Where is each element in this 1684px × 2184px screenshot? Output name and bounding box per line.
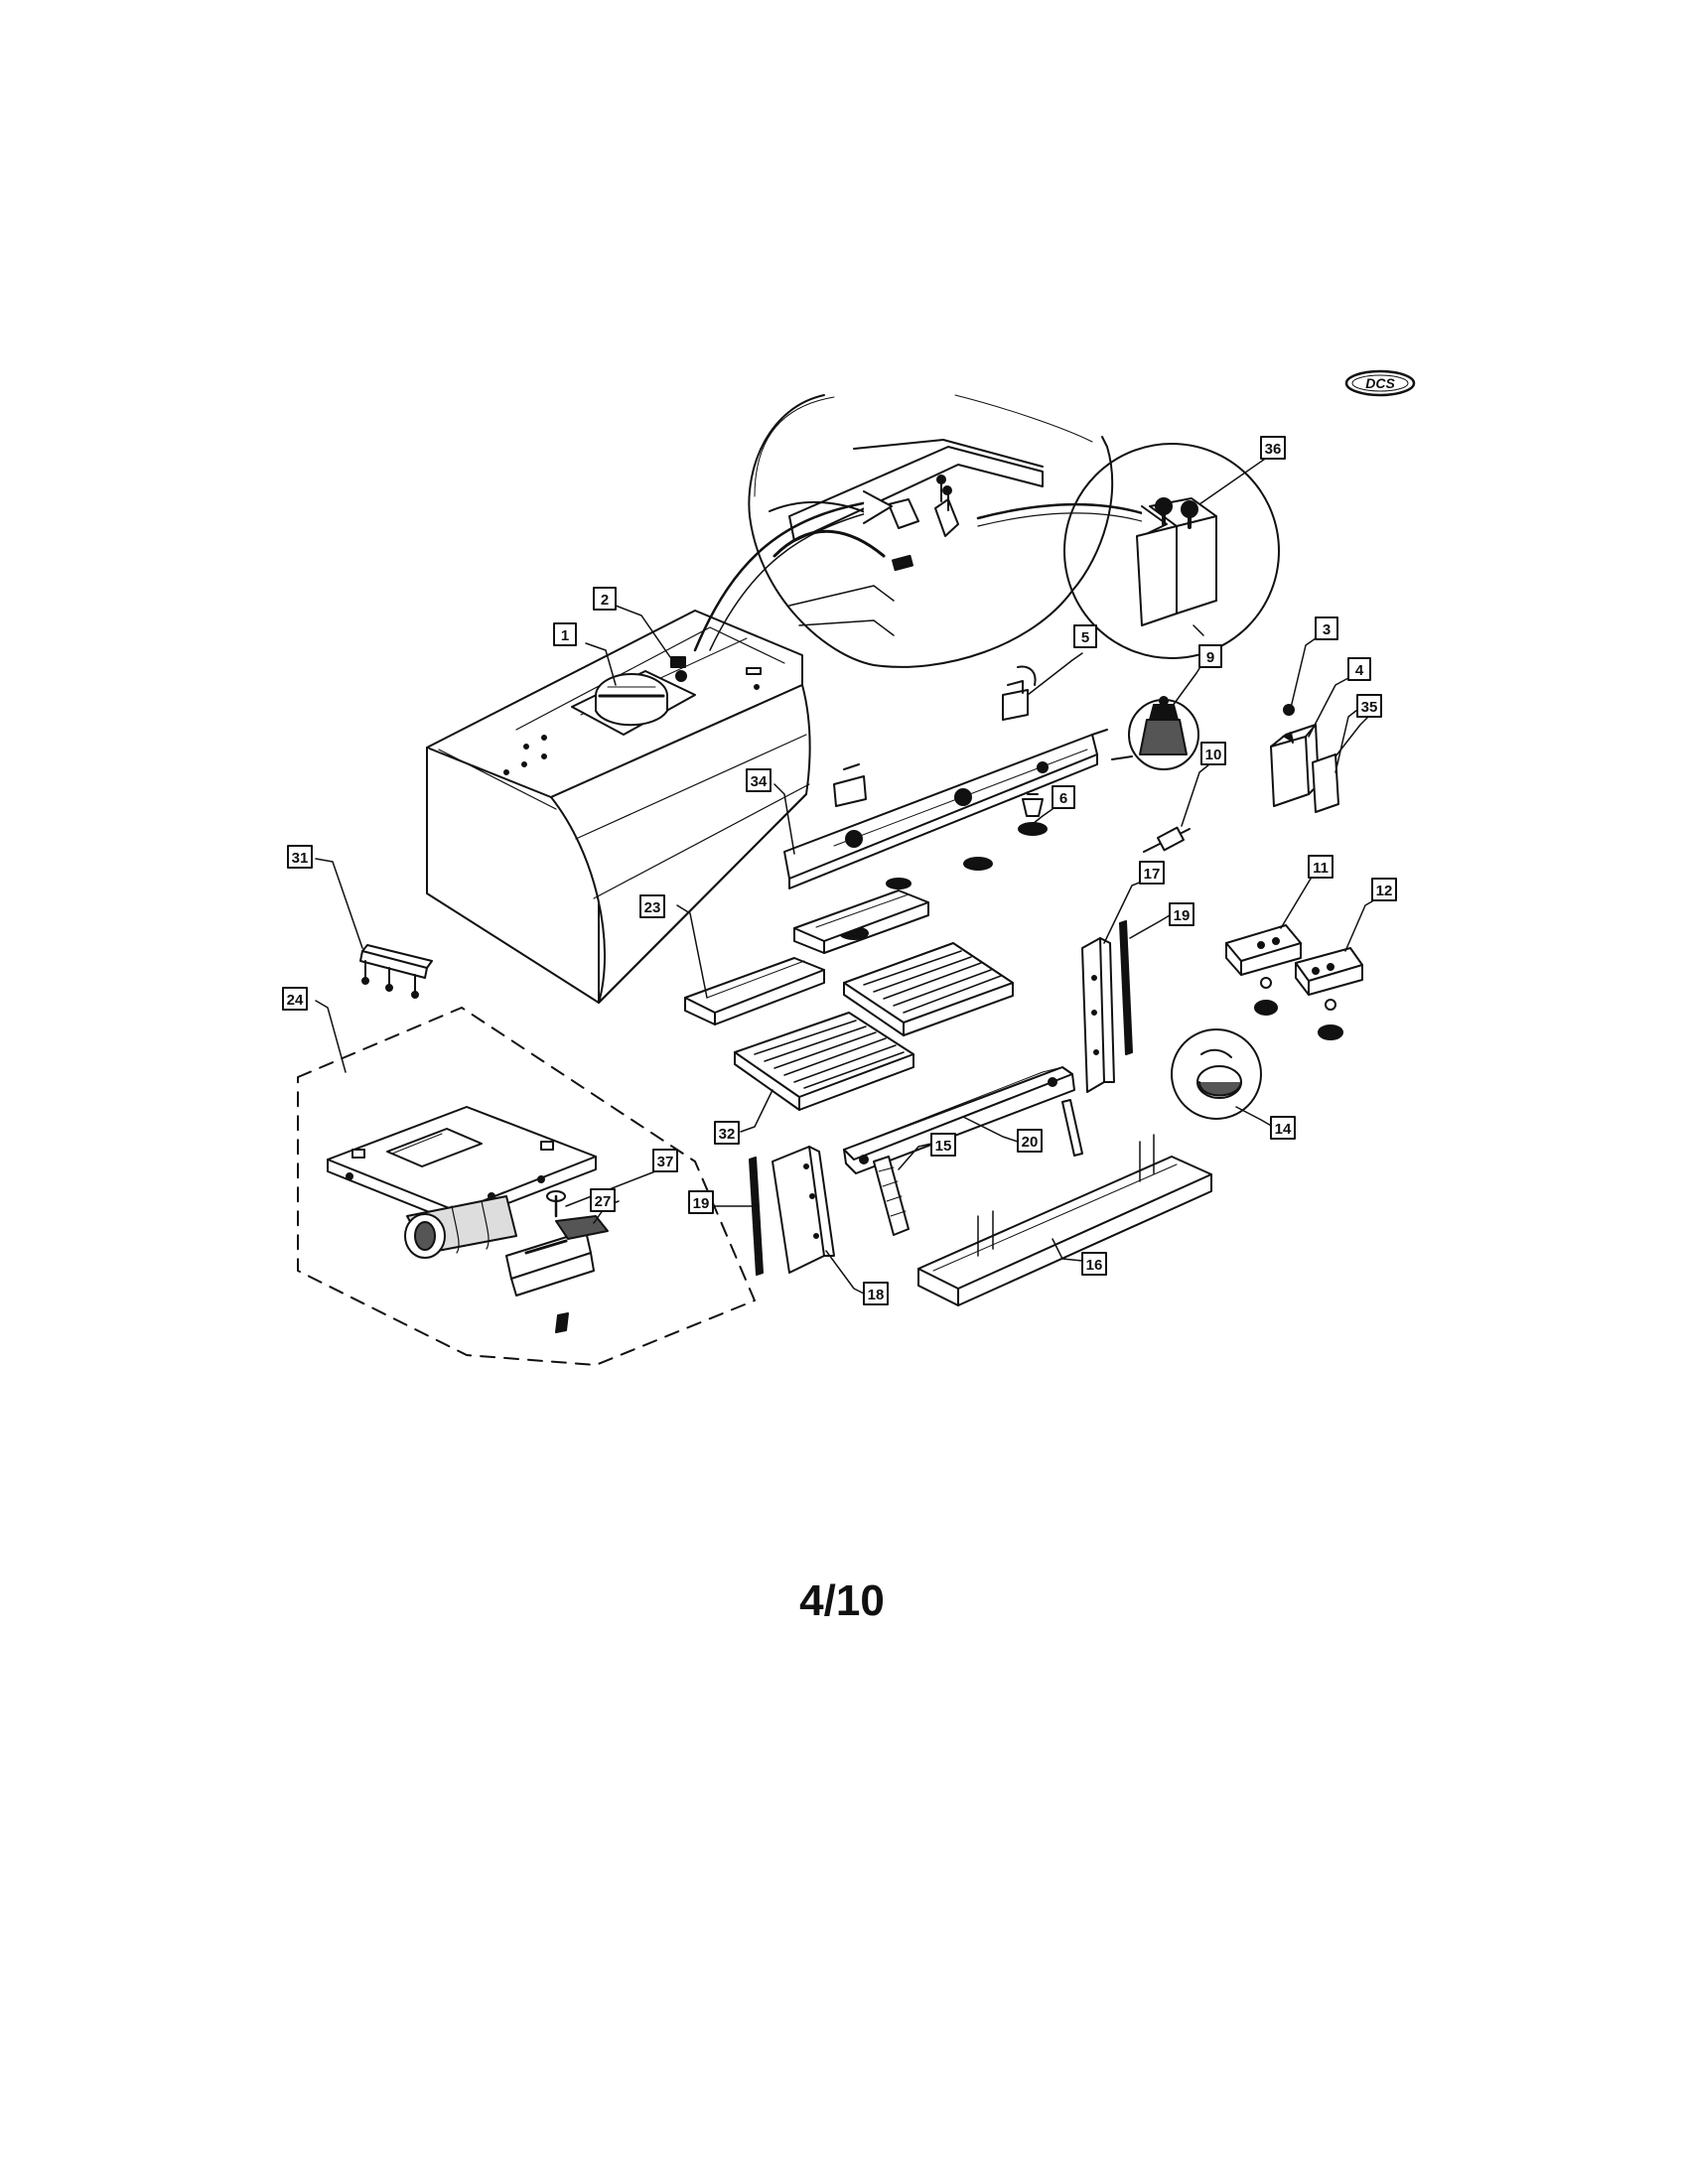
- svg-text:12: 12: [1376, 883, 1393, 899]
- callout-9: 9: [1198, 644, 1222, 668]
- part-19-right-strip: [1119, 920, 1133, 1055]
- svg-text:5: 5: [1081, 629, 1089, 646]
- svg-text:23: 23: [644, 899, 661, 916]
- callout-5: 5: [1073, 624, 1097, 648]
- callout-1: 1: [553, 622, 577, 646]
- callout-20: 20: [1017, 1129, 1043, 1153]
- detail-magnifier-circle: [748, 394, 1114, 668]
- part-20-front-rail: [843, 1066, 1075, 1174]
- part-19-left-strip: [749, 1157, 764, 1276]
- svg-text:24: 24: [287, 992, 304, 1009]
- callout-11: 11: [1308, 855, 1333, 879]
- svg-text:35: 35: [1361, 699, 1378, 716]
- part-9-lamp-bulb: [1111, 696, 1199, 770]
- svg-text:15: 15: [935, 1138, 952, 1155]
- svg-text:10: 10: [1205, 747, 1222, 763]
- part-17-side-bracket: [1081, 937, 1115, 1093]
- callout-10: 10: [1200, 742, 1226, 765]
- bracket-detail-circle: [1063, 443, 1280, 659]
- callout-3: 3: [1315, 616, 1338, 640]
- callout-23: 23: [639, 894, 665, 918]
- callout-2: 2: [593, 587, 617, 611]
- svg-text:11: 11: [1313, 860, 1329, 877]
- callout-24: 24: [282, 987, 308, 1011]
- svg-text:36: 36: [1265, 441, 1282, 458]
- svg-text:17: 17: [1144, 866, 1161, 883]
- detail-arrow-left: [693, 490, 893, 652]
- svg-text:34: 34: [751, 773, 768, 790]
- callout-6: 6: [1052, 785, 1075, 809]
- part-15-small-rail: [873, 1099, 1083, 1236]
- part-14-knob: [1171, 1028, 1262, 1120]
- callout-17: 17: [1139, 861, 1165, 885]
- svg-text:31: 31: [292, 850, 309, 867]
- callout-35: 35: [1356, 694, 1382, 718]
- svg-text:19: 19: [693, 1195, 710, 1212]
- part-24-blower-assembly: [297, 1007, 756, 1366]
- part-4-junction-box: [1270, 704, 1320, 807]
- callout-12: 12: [1371, 878, 1397, 901]
- hood-body: [426, 610, 811, 1004]
- part-12-switch: [1295, 947, 1363, 1040]
- part-32-filter: [734, 942, 1014, 1111]
- part-16-bottom-tray: [917, 1134, 1212, 1306]
- callout-18: 18: [863, 1282, 889, 1305]
- part-2-top-switch: [670, 656, 687, 682]
- part-11-switch: [1225, 924, 1302, 1016]
- svg-text:2: 2: [601, 592, 609, 609]
- svg-text:32: 32: [719, 1126, 736, 1143]
- part-35-junction-cover: [1312, 753, 1339, 813]
- dcs-logo: DCS: [1344, 369, 1416, 397]
- svg-text:4: 4: [1355, 662, 1364, 679]
- callout-labels: 1 2 3 4 5 6 9 10 11 12 14 15 16 17 18 19…: [282, 436, 1397, 1305]
- svg-text:37: 37: [657, 1154, 674, 1170]
- svg-text:6: 6: [1059, 790, 1067, 807]
- callout-14: 14: [1270, 1116, 1296, 1140]
- svg-text:DCS: DCS: [1365, 375, 1395, 391]
- callout-19-right: 19: [1169, 902, 1194, 926]
- page-number: 4/10: [799, 1576, 885, 1625]
- part-34-trim-rail: [783, 729, 1108, 889]
- part-18-side-panel: [772, 1146, 835, 1274]
- svg-text:20: 20: [1022, 1134, 1039, 1151]
- svg-text:19: 19: [1174, 907, 1191, 924]
- part-10-connector: [1143, 826, 1191, 853]
- callout-4: 4: [1347, 657, 1371, 681]
- svg-text:1: 1: [561, 627, 569, 644]
- part-31-mounting-bar: [359, 944, 433, 999]
- part-23-grease-tray: [684, 889, 929, 1025]
- svg-text:27: 27: [595, 1193, 612, 1210]
- callout-16: 16: [1081, 1252, 1107, 1276]
- callout-32: 32: [714, 1121, 740, 1145]
- svg-text:18: 18: [868, 1287, 885, 1303]
- callout-19-left: 19: [688, 1190, 714, 1214]
- callout-31: 31: [287, 845, 313, 869]
- part-5-bracket: [1002, 665, 1037, 721]
- callout-34: 34: [746, 768, 772, 792]
- svg-text:9: 9: [1206, 649, 1214, 666]
- callout-27: 27: [590, 1188, 616, 1212]
- callout-15: 15: [930, 1133, 956, 1157]
- svg-text:3: 3: [1323, 621, 1331, 638]
- callout-36: 36: [1260, 436, 1286, 460]
- svg-text:16: 16: [1086, 1257, 1103, 1274]
- svg-text:14: 14: [1275, 1121, 1292, 1138]
- part-1-damper-collar: [571, 670, 696, 736]
- callout-37: 37: [652, 1149, 678, 1172]
